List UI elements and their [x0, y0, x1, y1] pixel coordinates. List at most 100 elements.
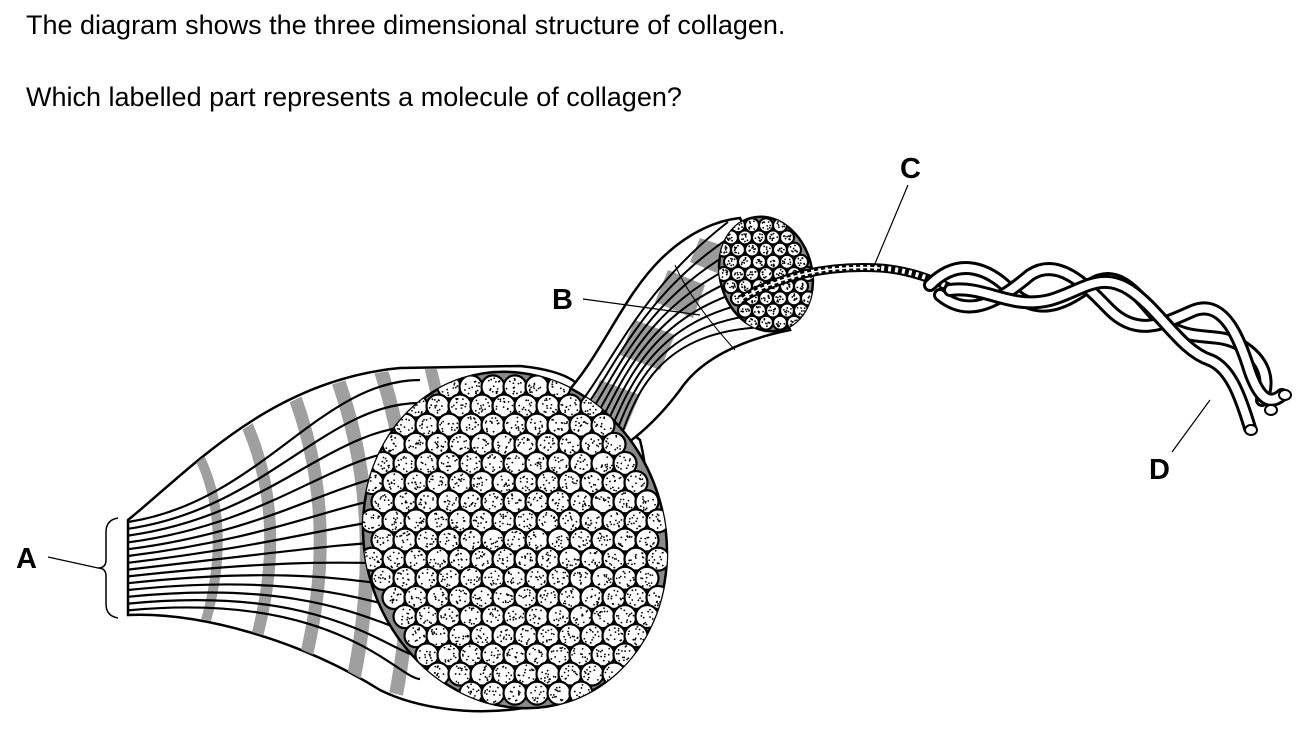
- bundle-strand: [127, 424, 421, 537]
- label-a: A: [16, 543, 37, 575]
- leader-line-a: [47, 556, 99, 569]
- fibril-end: [392, 603, 418, 630]
- fibril-end: [480, 374, 506, 400]
- fibril-end: [785, 241, 803, 258]
- fibril-end: [722, 253, 740, 270]
- fibril-end: [612, 603, 638, 630]
- fibril-end: [524, 680, 550, 706]
- fibril-end: [458, 489, 484, 515]
- label-a-group: A: [16, 517, 119, 619]
- fibril-end: [778, 229, 796, 246]
- fibril-end: [502, 450, 528, 477]
- fibril-end: [535, 431, 561, 457]
- triple-helix: [923, 261, 1292, 436]
- bundle-strand: [127, 606, 421, 681]
- leader-line-b: [582, 298, 701, 316]
- fibril-end: [447, 469, 473, 496]
- leader-line-c: [873, 184, 909, 267]
- fibril-end: [480, 642, 506, 668]
- fibril-end: [634, 565, 660, 591]
- fibril-strand: [589, 260, 744, 428]
- fibril-end: [590, 565, 616, 591]
- fibril-end: [750, 253, 768, 270]
- fibril-end: [757, 314, 775, 331]
- fibril-end: [546, 527, 572, 553]
- fibril-end: [458, 603, 484, 630]
- fibril-end: [535, 508, 561, 534]
- fibril-end: [634, 489, 660, 515]
- leader-line-d: [1171, 399, 1211, 453]
- fibril-end: [792, 253, 810, 270]
- fibril-end: [403, 469, 429, 496]
- fibril-end: [458, 412, 484, 438]
- fibril-end: [612, 565, 638, 591]
- fibril-end: [425, 469, 451, 496]
- fibril-end: [458, 642, 484, 668]
- fibril-end: [612, 450, 638, 477]
- fibril-end: [502, 642, 528, 668]
- fibril-end: [480, 565, 506, 591]
- fibril-end: [513, 393, 539, 419]
- bundle-strand: [127, 599, 421, 658]
- label-c: C: [900, 153, 921, 185]
- fibril-end: [447, 623, 473, 649]
- bundle-fibril-ends: [359, 374, 671, 706]
- question-line-1: The diagram shows the three dimensional …: [26, 10, 786, 40]
- fibril-strand: [594, 273, 749, 433]
- fibril-end: [623, 584, 649, 611]
- fibril-end: [557, 393, 583, 419]
- fibril-end: [568, 565, 594, 591]
- fibril-cross-section: [715, 215, 817, 333]
- bundle-cross-section: [359, 370, 671, 710]
- fibril-end: [414, 642, 440, 668]
- label-d: D: [1149, 454, 1170, 486]
- fibril-end: [381, 469, 407, 496]
- fibril-end: [568, 603, 594, 630]
- fibril-end: [524, 489, 550, 515]
- fibril-end: [557, 508, 583, 534]
- fibril-end: [480, 680, 506, 706]
- fibril-end: [480, 603, 506, 630]
- fibril-end: [447, 431, 473, 457]
- fibril-end: [513, 431, 539, 457]
- fibril-strand: [579, 234, 734, 417]
- fibril-end: [447, 393, 473, 419]
- fibril-end: [425, 508, 451, 534]
- fibril-end: [557, 431, 583, 457]
- fibril-end: [414, 450, 440, 477]
- fibril-end: [469, 508, 495, 534]
- label-b-group: B: [552, 284, 701, 316]
- fibril-end: [502, 489, 528, 515]
- fibril-end: [491, 623, 517, 649]
- fibril-end: [590, 412, 616, 438]
- fibril-end: [403, 508, 429, 534]
- fibril-end: [513, 623, 539, 649]
- fibril-strand: [574, 221, 729, 411]
- fibril-end: [736, 229, 754, 246]
- fibril-end: [771, 314, 789, 331]
- fibril-end: [502, 412, 528, 438]
- fibril-end: [546, 680, 572, 706]
- fibril-end: [524, 412, 550, 438]
- fibril-end: [623, 469, 649, 496]
- fibril-end: [601, 469, 627, 496]
- label-c-group: C: [873, 153, 921, 267]
- fibril-end: [447, 584, 473, 611]
- fibril-end: [425, 393, 451, 419]
- fibril-strand: [584, 247, 739, 422]
- fibril-end: [403, 623, 429, 649]
- fibril-end: [557, 661, 583, 687]
- fibril-end: [634, 527, 660, 553]
- bundle-strand: [127, 378, 421, 524]
- fibril-end: [535, 584, 561, 611]
- fibril-end: [590, 527, 616, 553]
- fibril-end: [535, 546, 561, 572]
- label-b: B: [552, 284, 573, 316]
- fibril-end: [757, 217, 775, 234]
- fibril-end: [601, 431, 627, 457]
- fibril-end: [491, 508, 517, 534]
- fibril-end: [568, 527, 594, 553]
- fibril-end: [491, 661, 517, 687]
- brace-a: [97, 517, 119, 619]
- fibril-end: [743, 217, 761, 234]
